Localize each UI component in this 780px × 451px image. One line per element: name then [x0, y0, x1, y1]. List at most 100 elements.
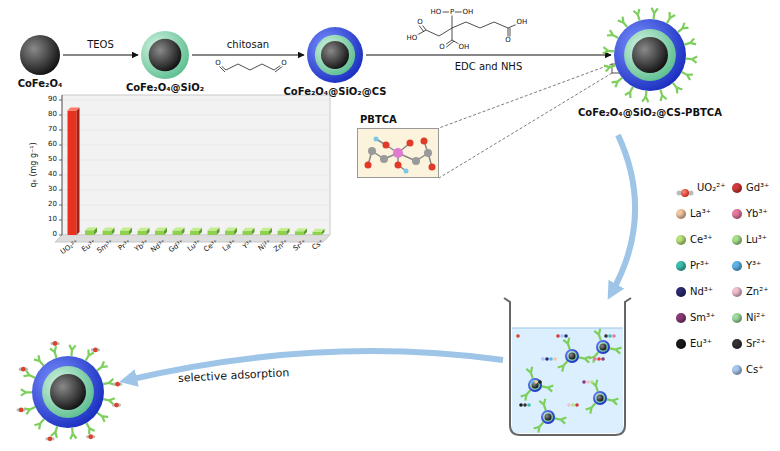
metal-ion: [593, 357, 597, 361]
metal-ion: [590, 380, 594, 384]
atom: [412, 157, 420, 165]
ligand: [531, 367, 532, 373]
flow-arrow: [612, 135, 635, 292]
silica-layer: [598, 342, 608, 352]
ligand: [594, 352, 598, 356]
beaker: [512, 328, 623, 329]
ligand: [661, 95, 663, 101]
chart-floor: [55, 235, 330, 242]
molecule-structure: [219, 66, 283, 72]
ligand: [596, 386, 598, 392]
legend-swatch: [732, 261, 742, 271]
bar: [85, 227, 97, 230]
chitosan-layer: [541, 410, 555, 424]
inset-title: PBTCA: [360, 114, 397, 126]
category-label: Ni²⁺: [257, 239, 273, 253]
ligand: [687, 75, 690, 80]
ligand: [40, 361, 44, 365]
chitosan-layer: [596, 340, 610, 354]
ligand: [21, 389, 26, 392]
legend-swatch: [732, 339, 742, 349]
uranyl-ion: [93, 348, 98, 353]
legend-entry: Y³⁺: [732, 260, 761, 271]
atom-symbol: O: [438, 44, 446, 51]
ligand: [617, 78, 622, 82]
category-label: Sm³⁺: [96, 239, 115, 255]
magnetic-core: [545, 414, 552, 421]
metal-ion: [571, 403, 575, 407]
chitosan-layer: [593, 391, 607, 405]
ligand: [607, 399, 613, 400]
legend-entry: Ni²⁺: [732, 312, 766, 323]
silica-layer: [543, 412, 553, 422]
metal-ion: [612, 334, 616, 338]
atom-symbol: HO: [406, 35, 419, 42]
chart-panel: [62, 95, 330, 235]
bar: [68, 108, 80, 111]
particle-shape: [307, 27, 363, 83]
ligand: [86, 423, 89, 428]
ligand: [548, 388, 552, 392]
reagent-label: chitosan: [225, 39, 271, 51]
legend-entry: Zn²⁺: [732, 286, 768, 297]
atom-symbol: OH: [516, 19, 529, 26]
uranyl-ion: [115, 382, 120, 387]
atom-symbol: P: [449, 9, 455, 16]
silica-layer: [624, 29, 676, 81]
ligand: [55, 352, 57, 358]
ligand: [667, 18, 670, 23]
legend-label: La³⁺: [690, 208, 711, 219]
ligand: [102, 365, 108, 368]
bar: [138, 228, 150, 231]
tick-label: 30: [48, 186, 57, 194]
category-label: UO₂²⁺: [60, 239, 81, 257]
ligand: [40, 419, 44, 423]
atom: [429, 164, 436, 171]
tick-mark: [59, 130, 62, 131]
legend-label: Y³⁺: [746, 260, 761, 271]
ligand: [563, 361, 567, 365]
nanoparticle-node: CoFe₂O₄@SiO₂@CS: [284, 27, 387, 99]
atom: [368, 147, 376, 155]
legend-entry: Ce³⁺: [676, 234, 712, 245]
grid-line: [62, 160, 330, 161]
ligand: [599, 329, 600, 335]
legend-entry: Nd³⁺: [676, 286, 713, 297]
ligand: [55, 426, 57, 432]
legend-swatch: [732, 235, 742, 245]
atom-symbol: OH: [458, 44, 471, 51]
tick-label: 40: [48, 171, 57, 179]
category-label: Nd³⁺: [150, 239, 168, 255]
ligand: [34, 423, 40, 425]
atom: [383, 142, 390, 149]
ligand: [568, 344, 570, 350]
ligand: [521, 395, 527, 397]
ligand: [51, 432, 56, 436]
ligand: [596, 380, 597, 386]
tick-label: 10: [48, 216, 57, 224]
particle-label: CoFe₂O₄@SiO₂@CS-PBTCA: [578, 107, 722, 119]
atom: [421, 138, 428, 145]
ligand: [531, 373, 533, 379]
tick-mark: [59, 235, 62, 236]
ligand: [670, 15, 675, 18]
bar: [295, 228, 307, 231]
legend-label: Gd³⁺: [746, 182, 769, 193]
legend-label: Cs⁺: [746, 364, 763, 375]
ligand: [97, 413, 102, 416]
beaker: [512, 328, 623, 433]
bar: [295, 231, 304, 235]
ligand: [673, 83, 677, 88]
uranyl-symbol: [689, 190, 694, 195]
tick-mark: [59, 175, 62, 176]
silica-layer: [315, 35, 355, 75]
category-label: Gd³⁺: [168, 239, 186, 255]
tick-label: 90: [48, 96, 57, 104]
bar: [208, 228, 220, 231]
nanoparticle-node: CoFe₂O₄@SiO₂@CS-PBTCA: [578, 6, 722, 120]
ligand: [71, 428, 74, 434]
magnetic-core: [632, 37, 668, 73]
legend-label: UO₂²⁺: [697, 182, 726, 193]
atom: [407, 140, 414, 147]
legend-swatch: [676, 261, 686, 271]
